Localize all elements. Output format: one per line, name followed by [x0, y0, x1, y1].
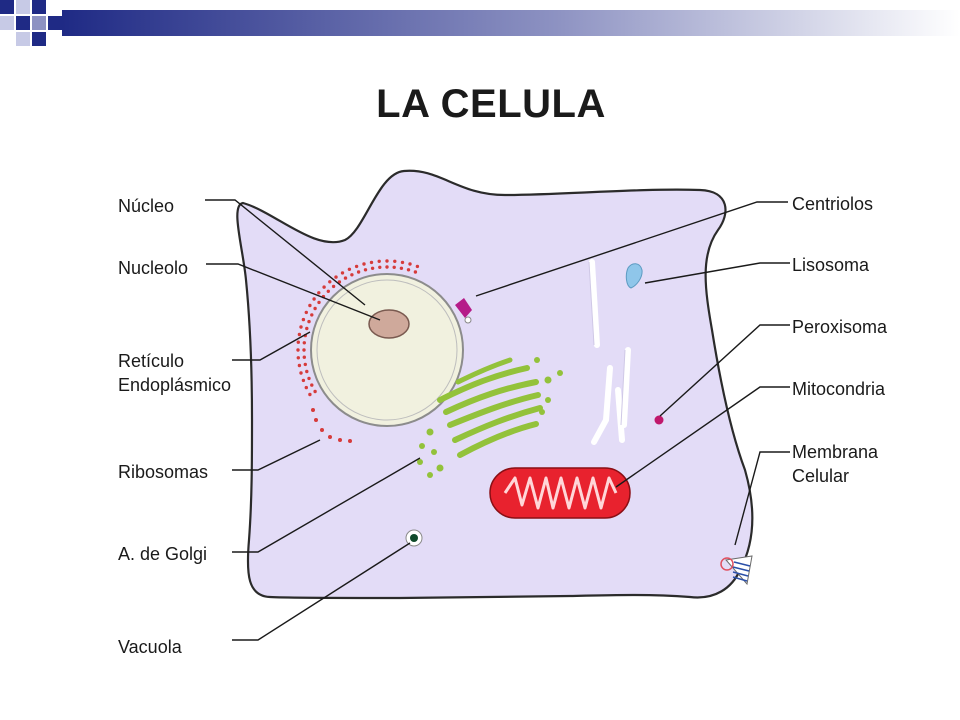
header-squares-icon — [0, 0, 62, 46]
er-dot — [310, 383, 314, 387]
page-title: LA CELULA — [376, 82, 606, 126]
er-dot — [326, 289, 330, 293]
white-channels — [589, 259, 631, 445]
er-dot — [408, 262, 412, 266]
er-dot — [302, 348, 306, 352]
er-dot — [363, 268, 368, 272]
lysosome — [625, 263, 643, 289]
er-dot — [392, 265, 396, 269]
er-dot — [322, 285, 326, 289]
er-dot — [312, 297, 316, 301]
nuclear-envelope-inner — [316, 279, 458, 421]
er-dot — [399, 266, 404, 270]
mitochondria — [489, 467, 631, 519]
er-dot — [313, 306, 317, 311]
er-dot — [301, 317, 306, 322]
er-dot — [334, 275, 338, 279]
label-membrana-line1: Membrana — [792, 442, 879, 462]
er-dot — [307, 319, 311, 324]
er-dot — [415, 264, 420, 269]
cell-membrane — [236, 169, 754, 600]
er-dot — [310, 313, 314, 317]
endoplasmic-reticulum — [296, 259, 420, 397]
vacuole — [405, 529, 423, 547]
label-mitocondria: Mitocondria — [792, 379, 886, 399]
label-reticulo-line1: Retículo — [118, 351, 184, 371]
er-dot — [331, 284, 336, 289]
er-dot — [369, 260, 374, 265]
er-dot — [303, 362, 307, 367]
er-dot — [299, 325, 303, 329]
er-dot — [305, 326, 309, 331]
er-dot — [297, 332, 302, 337]
er-dot — [406, 268, 411, 272]
label-peroxisoma: Peroxisoma — [792, 317, 888, 337]
label-reticulo-line2: Endoplásmico — [118, 375, 231, 395]
er-dot — [370, 266, 375, 270]
er-dot — [296, 356, 300, 360]
ribosomes — [311, 408, 352, 443]
er-dot — [340, 271, 345, 275]
er-dot — [350, 273, 354, 277]
white-channels-outline — [588, 261, 626, 426]
er-dot — [317, 291, 321, 295]
label-lisosoma: Lisosoma — [792, 255, 870, 275]
slide-header-bar — [0, 0, 960, 46]
label-membrana-line2: Celular — [792, 466, 849, 486]
er-dot — [385, 265, 389, 269]
er-dot — [308, 392, 312, 397]
er-dot — [304, 310, 308, 315]
er-dot — [347, 267, 352, 271]
er-dot — [296, 348, 300, 352]
er-dot — [354, 264, 359, 269]
er-dot — [297, 363, 302, 368]
er-dot — [313, 389, 317, 394]
er-dot — [307, 376, 311, 381]
golgi-apparatus — [437, 357, 543, 458]
label-vacuola: Vacuola — [118, 637, 183, 657]
er-dot — [328, 280, 332, 284]
er-dot — [304, 385, 308, 390]
er-dot — [317, 300, 321, 305]
label-golgi: A. de Golgi — [118, 544, 207, 564]
er-dot — [400, 260, 405, 265]
er-dot — [299, 371, 303, 375]
er-dot — [302, 355, 306, 359]
nucleus — [310, 273, 464, 427]
label-nucleo: Núcleo — [118, 196, 174, 216]
centrioles — [455, 298, 472, 324]
membrane-detail — [720, 555, 753, 586]
er-dot — [305, 369, 309, 374]
er-dot — [301, 378, 306, 383]
er-dot — [343, 276, 348, 280]
peroxisome — [654, 415, 664, 425]
er-dot — [385, 259, 389, 263]
label-ribosomas: Ribosomas — [118, 462, 208, 482]
er-dot — [356, 270, 361, 274]
er-dot — [296, 340, 300, 344]
er-dot — [362, 262, 366, 266]
nucleolus — [368, 309, 410, 339]
er-dot — [393, 259, 397, 263]
label-nucleolo: Nucleolo — [118, 258, 188, 278]
label-centriolos: Centriolos — [792, 194, 873, 214]
er-dot — [302, 341, 306, 345]
er-dot — [378, 265, 382, 269]
leader-lines — [205, 199, 790, 641]
er-dot — [413, 270, 418, 274]
golgi-vesicles — [417, 357, 563, 478]
er-dot — [377, 259, 381, 263]
er-dot — [308, 303, 312, 308]
